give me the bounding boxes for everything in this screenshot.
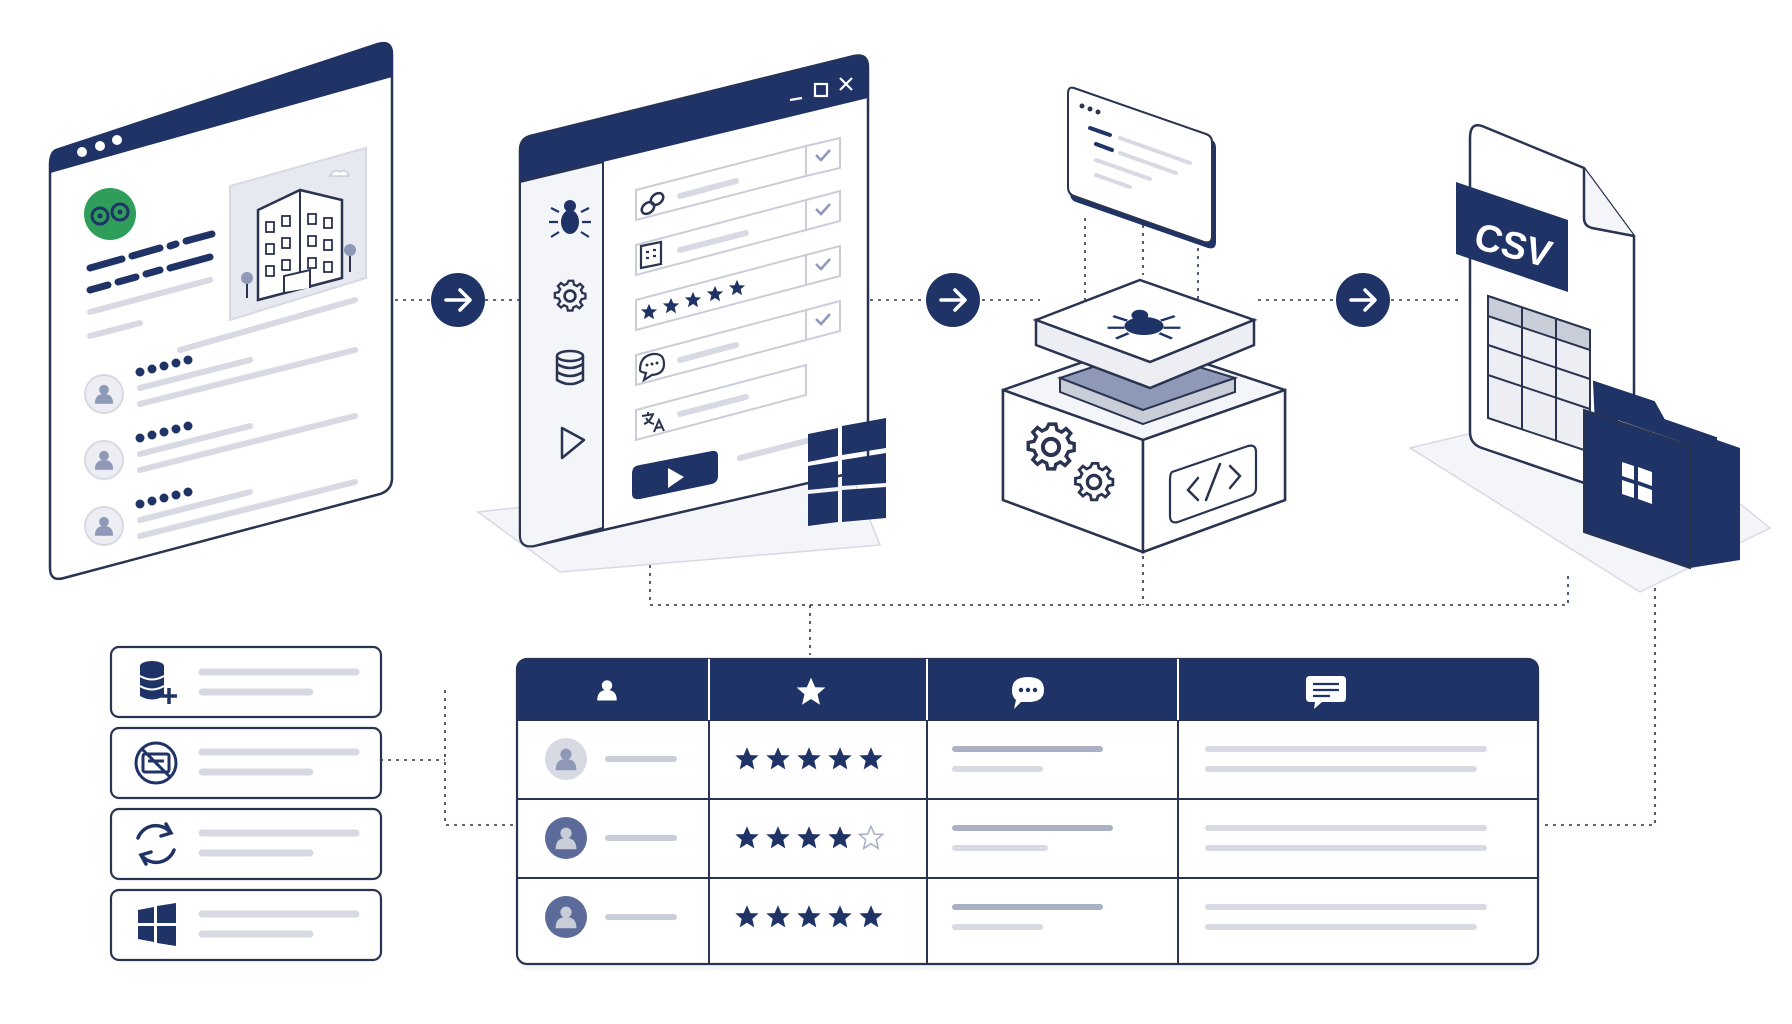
feature-card-no-ads: [109, 726, 383, 800]
window-dot-icon: [77, 147, 87, 157]
review-list: [84, 347, 358, 546]
windows-folder-icon: [1583, 380, 1740, 570]
minimize-icon: [789, 96, 803, 102]
hotel-image: [229, 146, 367, 322]
window-dot-icon: [95, 141, 105, 151]
code-icon: [1168, 444, 1258, 524]
spreadsheet-grid-icon: [1487, 294, 1591, 454]
owl-logo-icon: [84, 188, 136, 240]
arrow-right-icon: [431, 273, 485, 327]
feature-card-database-add: [109, 645, 383, 719]
windows-icon: [138, 903, 176, 946]
feature-card-windows: [109, 888, 383, 962]
message-icon: [1306, 676, 1346, 709]
table-row: [545, 896, 1487, 938]
csv-export: CSV: [1408, 124, 1772, 593]
table-row: [545, 738, 1487, 780]
arrow-right-icon: [1336, 273, 1390, 327]
link-icon: [640, 191, 665, 216]
comment-icon: [1012, 677, 1044, 709]
translate-icon: [641, 412, 665, 433]
close-icon: [839, 77, 853, 91]
scraper-app-window: [476, 54, 886, 573]
table-row: [545, 817, 1487, 859]
list-item: [84, 413, 358, 480]
reviews-table: [515, 657, 1540, 970]
feature-card-refresh: [109, 807, 383, 881]
window-dot-icon: [112, 135, 122, 145]
form-field[interactable]: [635, 299, 841, 387]
maximize-icon: [813, 82, 829, 98]
list-item: [84, 347, 358, 414]
building-icon: [639, 240, 663, 270]
database-add-icon: [139, 661, 177, 704]
play-icon[interactable]: [560, 426, 586, 460]
comment-icon: [638, 352, 666, 383]
play-icon: [668, 468, 684, 488]
bug-icon: [1107, 309, 1181, 340]
form-field[interactable]: [635, 136, 841, 222]
form-field[interactable]: [635, 363, 807, 442]
windows-icon: [808, 418, 886, 526]
no-ads-icon: [134, 741, 178, 785]
arrow-right-icon: [926, 273, 980, 327]
code-card: [1067, 86, 1216, 249]
feature-list: [109, 645, 383, 962]
refresh-icon: [136, 822, 176, 866]
bug-icon[interactable]: [549, 200, 591, 238]
play-button[interactable]: [632, 450, 718, 500]
scraper-engine-box: [1001, 86, 1287, 554]
review-webpage-window: [48, 41, 394, 581]
form-field[interactable]: [635, 244, 841, 332]
list-item: [84, 479, 358, 546]
form-field[interactable]: [635, 189, 841, 277]
database-icon[interactable]: [555, 349, 585, 386]
connector-lines: [380, 218, 1656, 826]
hotel-name-placeholder: [86, 230, 216, 294]
